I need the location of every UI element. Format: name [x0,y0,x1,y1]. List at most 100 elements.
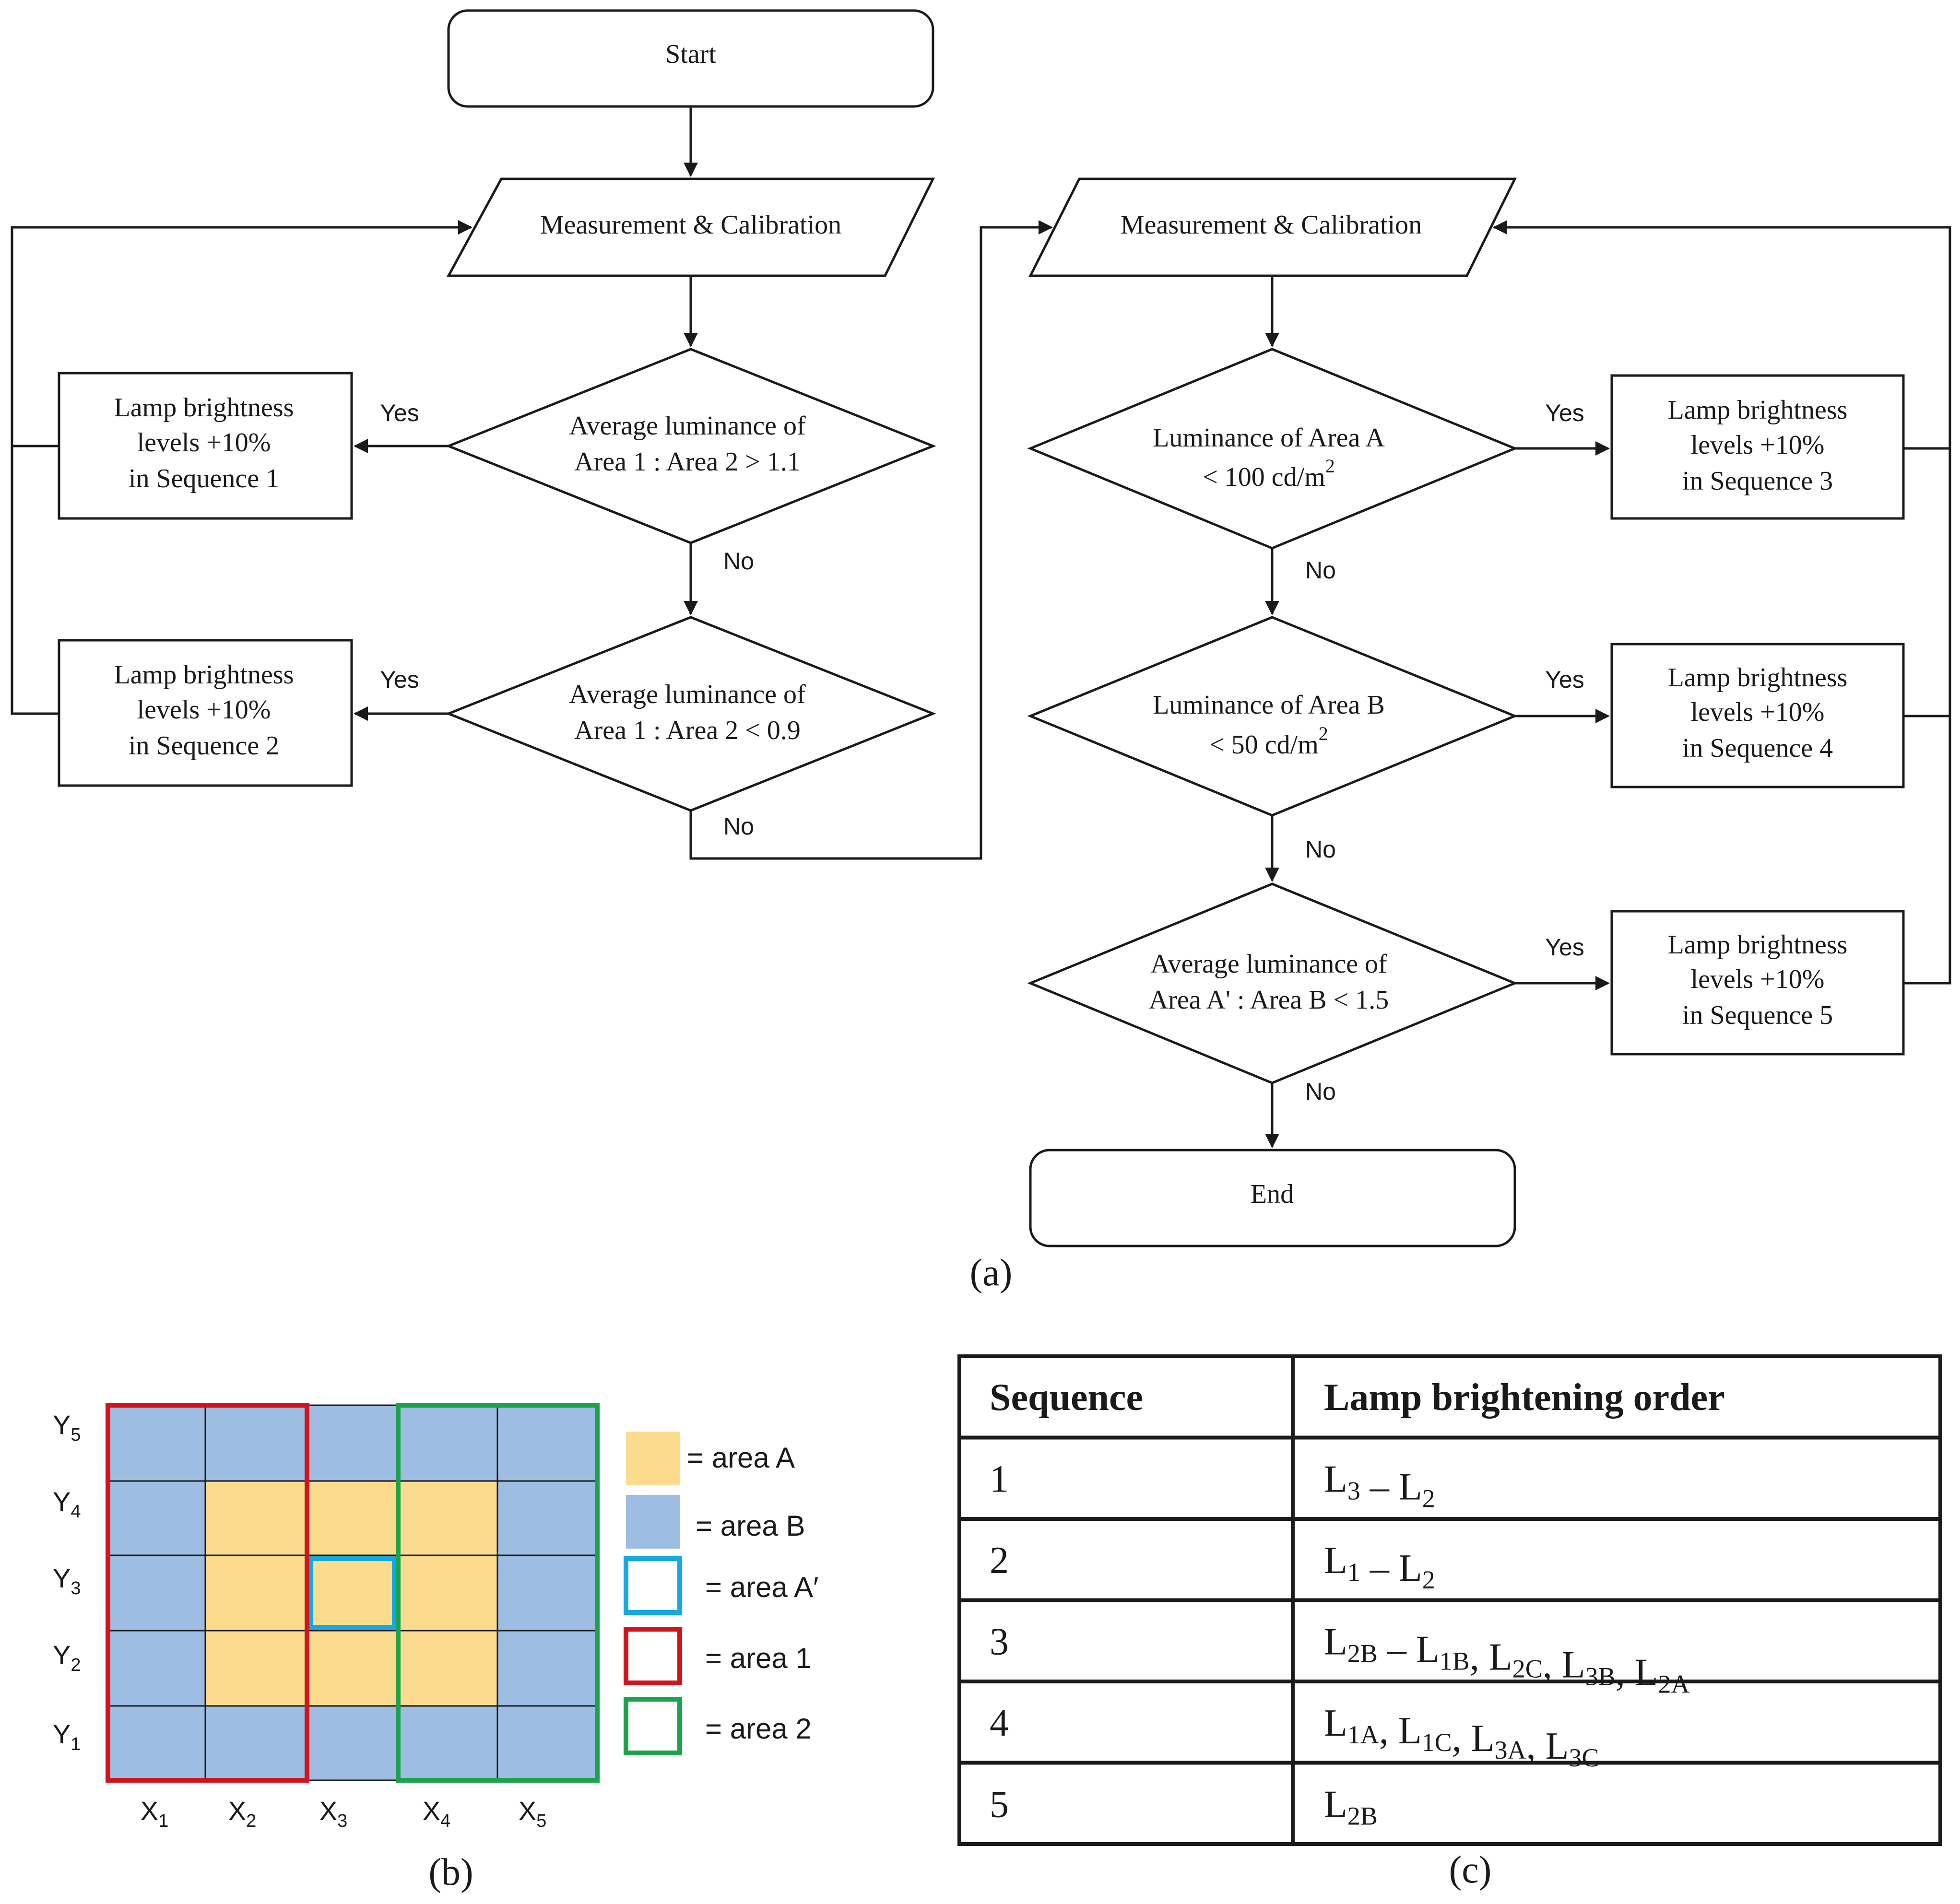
grid-cell-area-b [496,1554,598,1632]
edge-action5-loop [1903,448,1951,985]
grid-legend: = area A = area B = area A′ = area 1 = a… [624,1432,818,1755]
grid-x-label: X4 [423,1796,451,1831]
grid-cell-area-b [107,1404,206,1482]
table-cell-order: L1A, L1C, L3A, L3C [1324,1702,1599,1772]
decision2-node: Average luminance of Area 1 : Area 2 < 0… [445,616,936,812]
grid-cell-area-b [397,1705,498,1781]
area-1-outline [106,1403,309,1783]
table-cell-sequence: 1 [990,1458,1009,1500]
grid-x-label: X2 [228,1796,257,1831]
measure-left-node: Measurement & Calibration [446,177,935,277]
action5-line1: Lamp brightness [1668,930,1848,960]
action1-node: Lamp brightness levels +10% in Sequence … [58,372,353,520]
action1-line3: in Sequence 1 [129,464,279,494]
action3-line2: levels +10% [1691,430,1825,460]
start-label: Start [665,39,716,69]
decision3-line1: Luminance of Area A [1153,423,1385,453]
legend-label-area-2: = area 2 [705,1713,812,1745]
table-row: 1 L3 – L2 [990,1458,1435,1513]
table-cell-sequence: 4 [990,1702,1009,1744]
grid-cell-area-b [306,1404,399,1482]
table-header-sequence: Sequence [990,1376,1143,1419]
yes-label: Yes [1545,666,1584,693]
grid-y-label: Y3 [53,1563,81,1598]
no-label: No [1305,557,1336,584]
table-row: 4 L1A, L1C, L3A, L3C [990,1702,1599,1772]
legend-swatch-area-a-prime [624,1556,682,1615]
grid-cell-area-a [204,1630,308,1707]
grid-cell-area-a [306,1554,399,1632]
end-node: End [1029,1149,1516,1247]
grid-x-label: X1 [141,1796,169,1831]
decision4-line1: Luminance of Area B [1153,690,1385,720]
caption-a: (a) [970,1252,1013,1294]
grid-cell-area-b [496,1404,598,1482]
grid-outlines [106,1403,600,1783]
table-cell-order: L3 – L2 [1324,1458,1435,1513]
grid-x-label: X3 [319,1796,348,1831]
action5-line2: levels +10% [1691,964,1825,994]
grid-y-label: Y4 [53,1486,81,1522]
legend-label-area-1: = area 1 [705,1642,812,1674]
decision4-threshold: < 50 cd/m [1209,730,1319,760]
action4-node: Lamp brightness levels +10% in Sequence … [1610,643,1905,788]
no-label: No [723,813,754,840]
grid-cell-area-b [107,1480,206,1556]
decision1-node: Average luminance of Area 1 : Area 2 > 1… [445,348,936,544]
yes-label: Yes [1545,934,1584,961]
flow-edges [11,106,1951,1148]
grid-cell-area-b [306,1705,399,1781]
table-cell-sequence: 2 [990,1540,1009,1582]
yes-label: Yes [1545,400,1584,426]
legend-swatch-area-1 [624,1627,682,1685]
grid-cell-area-a [306,1480,399,1556]
grid-y-label: Y1 [53,1719,81,1754]
area-2-outline [396,1403,600,1783]
caption-c: (c) [1449,1849,1492,1891]
action1-line2: levels +10% [137,428,271,458]
decision4-node: Luminance of Area B < 50 cd/m2 [1027,616,1518,817]
action5-node: Lamp brightness levels +10% in Sequence … [1610,910,1905,1056]
grid-cell-area-b [107,1630,206,1707]
grid-cell-area-a [204,1480,308,1556]
grid-cell-area-a [397,1480,498,1556]
decision2-line1: Average luminance of [569,680,806,709]
decision2-line2: Area 1 : Area 2 < 0.9 [574,716,801,745]
grid-cell-area-b [397,1404,498,1482]
decision3-node: Luminance of Area A < 100 cd/m2 [1027,348,1518,550]
decision1-line1: Average luminance of [569,411,806,441]
grid-cell-area-a [306,1630,399,1707]
grid-cell-area-b [107,1705,206,1781]
legend-swatch-area-b [626,1495,680,1549]
legend-label-area-b: = area B [696,1510,805,1542]
grid-cell-area-a [397,1630,498,1707]
grid-cell-area-b [496,1630,598,1707]
area-a-prime-outline [308,1556,397,1630]
table-cell-sequence: 5 [990,1783,1009,1825]
grid-cell-area-b [204,1705,308,1781]
action2-node: Lamp brightness levels +10% in Sequence … [58,639,353,787]
caption-b: (b) [428,1851,473,1893]
grid-cell-area-b [496,1480,598,1556]
action3-node: Lamp brightness levels +10% in Sequence … [1610,374,1905,520]
table-cell-order: L2B – L1B, L2C, L3B, L2A [1324,1621,1690,1698]
measure-left-label: Measurement & Calibration [540,210,841,240]
grid-cell-area-b [496,1705,598,1781]
action2-line1: Lamp brightness [114,660,294,690]
decision5-line1: Average luminance of [1150,949,1387,979]
grid-cell-area-b [107,1554,206,1632]
legend-swatch-area-a [626,1432,680,1485]
decision5-line2: Area A' : Area B < 1.5 [1149,985,1389,1015]
start-node: Start [447,9,934,108]
action2-line2: levels +10% [137,695,271,725]
decision1-line2: Area 1 : Area 2 > 1.1 [574,447,801,477]
grid-cell-area-b [204,1404,308,1482]
action3-line1: Lamp brightness [1668,395,1848,425]
